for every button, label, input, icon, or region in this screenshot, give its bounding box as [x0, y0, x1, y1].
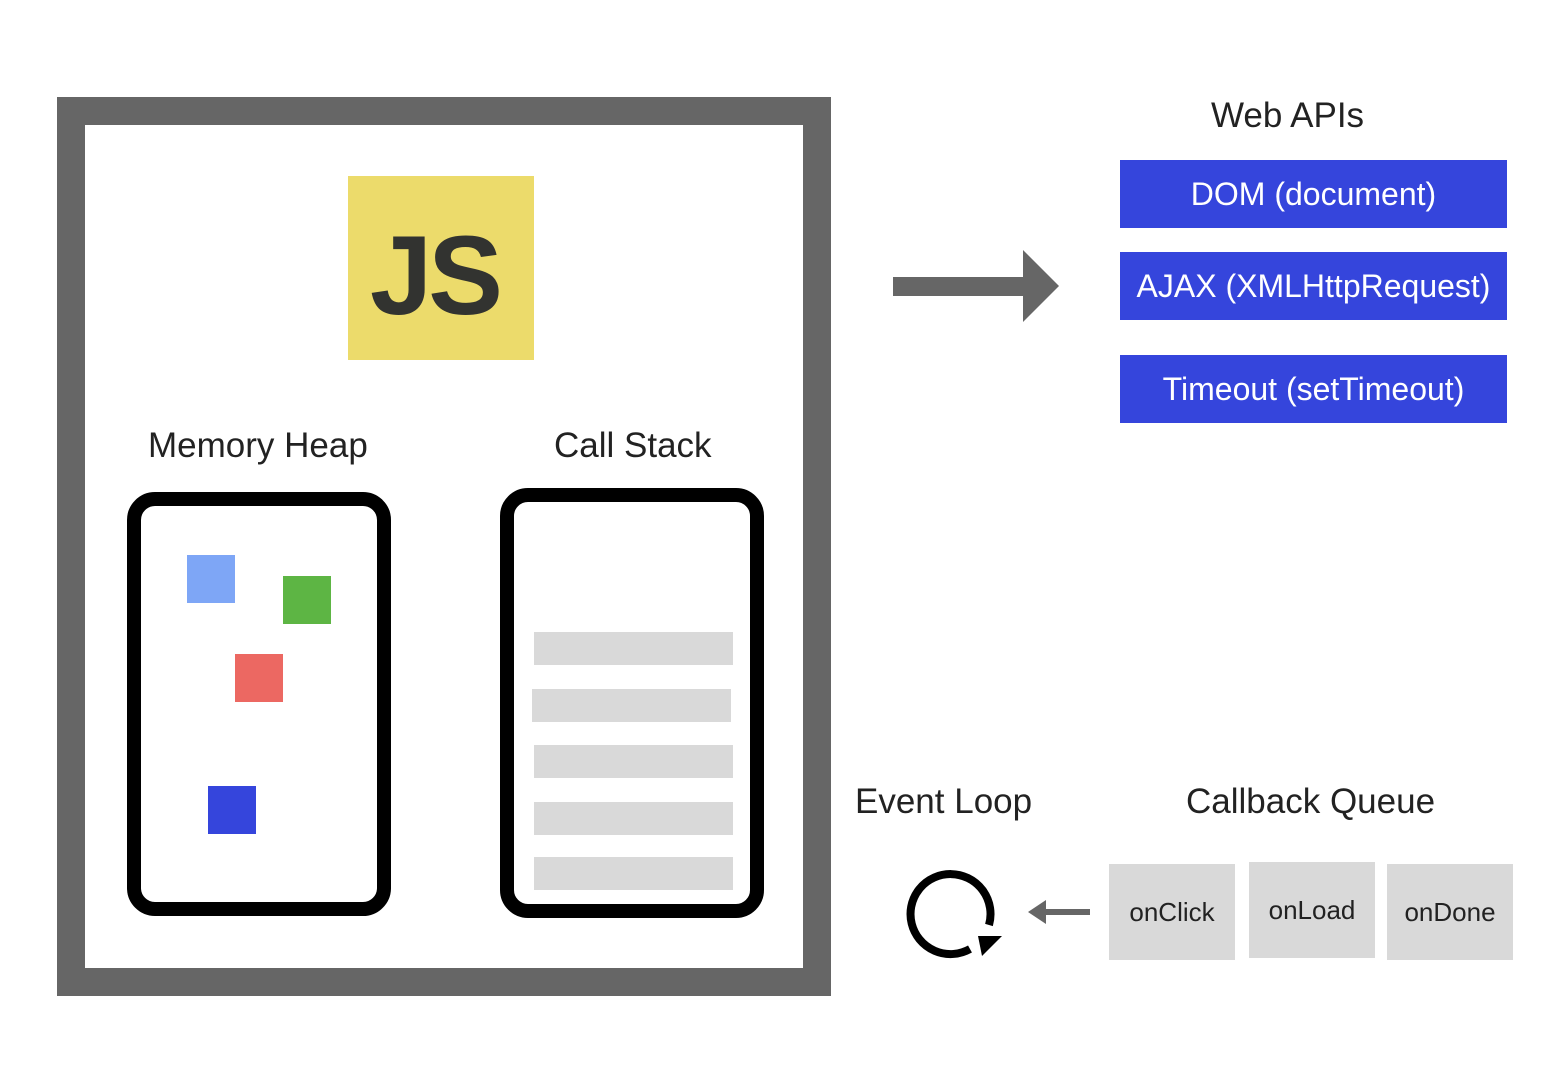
callback-onload: onLoad	[1249, 862, 1375, 958]
callback-onclick: onClick	[1109, 864, 1235, 960]
js-logo-text: JS	[370, 213, 503, 338]
loop-icon	[906, 870, 1002, 959]
web-api-timeout: Timeout (setTimeout)	[1120, 355, 1507, 423]
event-loop-label: Event Loop	[855, 782, 1033, 821]
web-api-ajax: AJAX (XMLHttpRequest)	[1120, 252, 1507, 320]
heap-object-light-blue	[187, 555, 235, 603]
web-apis-title: Web APIs	[1211, 96, 1365, 135]
stack-frame	[534, 857, 733, 890]
memory-heap-label: Memory Heap	[148, 426, 368, 465]
call-stack-label: Call Stack	[554, 426, 712, 465]
callback-ondone: onDone	[1387, 864, 1513, 960]
stack-frame	[534, 632, 733, 665]
stack-frame	[534, 802, 733, 835]
arrow-left-icon	[1028, 900, 1090, 924]
heap-object-blue	[208, 786, 256, 834]
memory-heap-container	[127, 492, 391, 916]
web-api-dom: DOM (document)	[1120, 160, 1507, 228]
heap-object-red	[235, 654, 283, 702]
js-logo: JS	[348, 176, 534, 360]
stack-frame	[532, 689, 731, 722]
arrow-right-icon	[893, 250, 1059, 322]
call-stack-container	[500, 488, 764, 918]
heap-object-green	[283, 576, 331, 624]
stack-frame	[534, 745, 733, 778]
callback-queue-label: Callback Queue	[1186, 782, 1436, 821]
